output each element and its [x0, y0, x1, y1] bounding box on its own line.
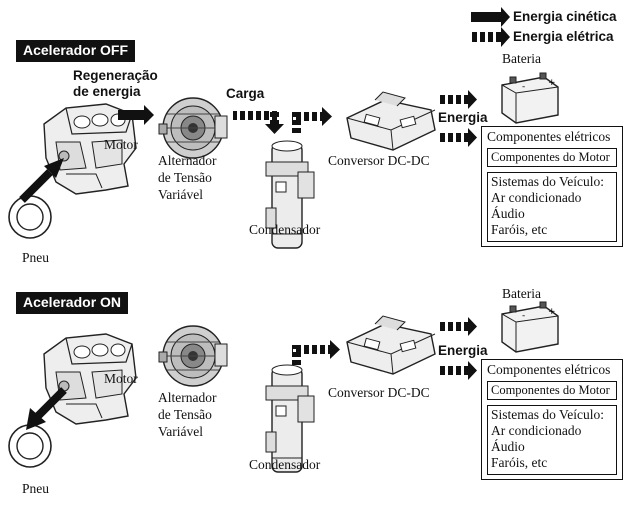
- motor-components-label: Componentes do Motor: [491, 150, 610, 164]
- converter-icon: [346, 315, 436, 375]
- system-item: Ar condicionado: [491, 423, 582, 438]
- system-item: Ar condicionado: [491, 190, 582, 205]
- charge-arrow-icon: [233, 111, 284, 134]
- alternator-label-line2: de Tensão: [158, 407, 212, 422]
- tire-icon: [8, 195, 52, 239]
- energy-label: Energia: [438, 110, 488, 125]
- capacitor-label: Condensador: [249, 457, 321, 472]
- motor-components-box: Componentes do Motor: [487, 381, 617, 400]
- energy-label: Energia: [438, 343, 488, 358]
- alternator-label-line1: Alternador: [158, 153, 217, 168]
- motor-label: Motor: [104, 137, 138, 152]
- system-item: Áudio: [491, 206, 525, 221]
- motor-components-label: Componentes do Motor: [491, 383, 610, 397]
- vehicle-systems-title: Sistemas do Veículo:: [491, 174, 604, 189]
- electrical-components-panel: Componentes elétricos Componentes do Mot…: [481, 126, 623, 247]
- legend-electric-label: Energia elétrica: [513, 29, 614, 44]
- regen-label-line1: Regeneração: [73, 68, 158, 83]
- components-title: Componentes elétricos: [487, 362, 611, 377]
- tire-to-engine-arrow-icon: [19, 158, 64, 203]
- energy-to-battery-arrow-icon: [440, 90, 477, 109]
- motor-label: Motor: [104, 371, 138, 386]
- system-item: Faróis, etc: [491, 222, 548, 237]
- energy-to-components-arrow-icon: [440, 128, 477, 147]
- energy-to-battery-arrow-icon: [440, 317, 477, 336]
- converter-label: Conversor DC-DC: [328, 385, 430, 400]
- motor-components-box: Componentes do Motor: [487, 148, 617, 167]
- components-title: Componentes elétricos: [487, 129, 611, 144]
- battery-label: Bateria: [502, 51, 541, 66]
- vehicle-systems-box: Sistemas do Veículo: Ar condicionado Áud…: [487, 172, 617, 242]
- battery-icon: [501, 301, 559, 353]
- alternator-label-line1: Alternador: [158, 390, 217, 405]
- system-item: Faróis, etc: [491, 455, 548, 470]
- converter-label: Conversor DC-DC: [328, 153, 430, 168]
- electric-arrow-icon: [471, 27, 510, 47]
- legend-kinetic-label: Energia cinética: [513, 9, 617, 24]
- tire-label: Pneu: [22, 481, 49, 496]
- capacitor-to-converter-arrow-icon: [292, 107, 332, 134]
- vehicle-systems-box: Sistemas do Veículo: Ar condicionado Áud…: [487, 405, 617, 475]
- capacitor-to-converter-arrow-icon: [292, 340, 340, 368]
- alternator-icon: [158, 97, 228, 159]
- regen-label-line2: de energia: [73, 84, 141, 99]
- electrical-components-panel: Componentes elétricos Componentes do Mot…: [481, 359, 623, 480]
- regen-arrow-icon: [118, 105, 154, 125]
- tire-icon: [8, 424, 52, 468]
- battery-icon: [501, 72, 559, 124]
- energy-to-components-arrow-icon: [440, 361, 477, 380]
- alternator-label-line3: Variável: [158, 187, 203, 202]
- tire-label: Pneu: [22, 250, 49, 265]
- capacitor-label: Condensador: [249, 222, 321, 237]
- vehicle-systems-title: Sistemas do Veículo:: [491, 407, 604, 422]
- charge-label: Carga: [226, 86, 265, 101]
- kinetic-arrow-icon: [471, 7, 510, 27]
- converter-icon: [346, 91, 436, 151]
- throttle-off-badge: Acelerador OFF: [16, 40, 136, 62]
- alternator-label-line2: de Tensão: [158, 170, 212, 185]
- engine-to-tire-arrow-icon: [26, 387, 67, 430]
- system-item: Áudio: [491, 439, 525, 454]
- alternator-icon: [158, 325, 228, 387]
- battery-label: Bateria: [502, 286, 541, 301]
- alternator-label-line3: Variável: [158, 424, 203, 439]
- throttle-on-badge: Acelerador ON: [16, 292, 129, 314]
- capacitor-icon: [265, 364, 315, 473]
